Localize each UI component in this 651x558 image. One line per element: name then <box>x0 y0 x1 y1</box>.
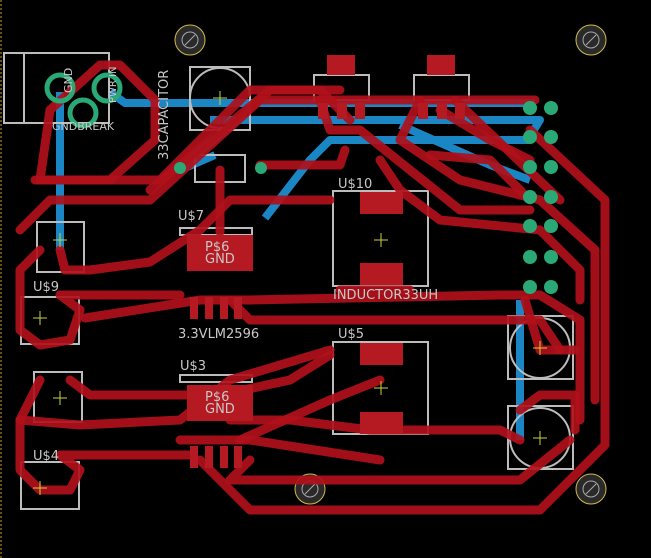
pin-header <box>523 101 558 294</box>
pwr-in-label: PWR IN <box>108 67 119 103</box>
p6-top-label: P$6 <box>205 240 229 255</box>
mounting-hole-top-left <box>174 24 206 56</box>
gnd-pad-label: GND <box>62 68 75 93</box>
u7-label: U$7 <box>178 209 204 224</box>
smd-pads <box>187 55 465 468</box>
gndbreak-label: GNDBREAK <box>52 120 115 133</box>
u10-label: U$10 <box>338 177 372 192</box>
gnd-top-label: GND <box>205 252 235 267</box>
u4-label: U$4 <box>33 449 59 464</box>
crosshair-icon <box>33 91 547 495</box>
top-copper-traces <box>15 60 610 515</box>
u5-label: U$5 <box>338 327 364 342</box>
inductor-label: INDUCTOR33UH <box>333 288 438 303</box>
through-hole-pads <box>44 72 267 174</box>
gnd-bottom-label: GND <box>205 402 235 417</box>
mounting-hole-bottom-right <box>575 473 607 505</box>
p6-bottom-label: P$6 <box>205 390 229 405</box>
regulator-label: 3.3VLM2596 <box>178 327 259 342</box>
u3-label: U$3 <box>180 359 206 374</box>
u9-label: U$9 <box>33 280 59 295</box>
mounting-hole-top-right <box>575 24 607 56</box>
capacitor-label: 33CAPACITOR <box>157 70 172 160</box>
